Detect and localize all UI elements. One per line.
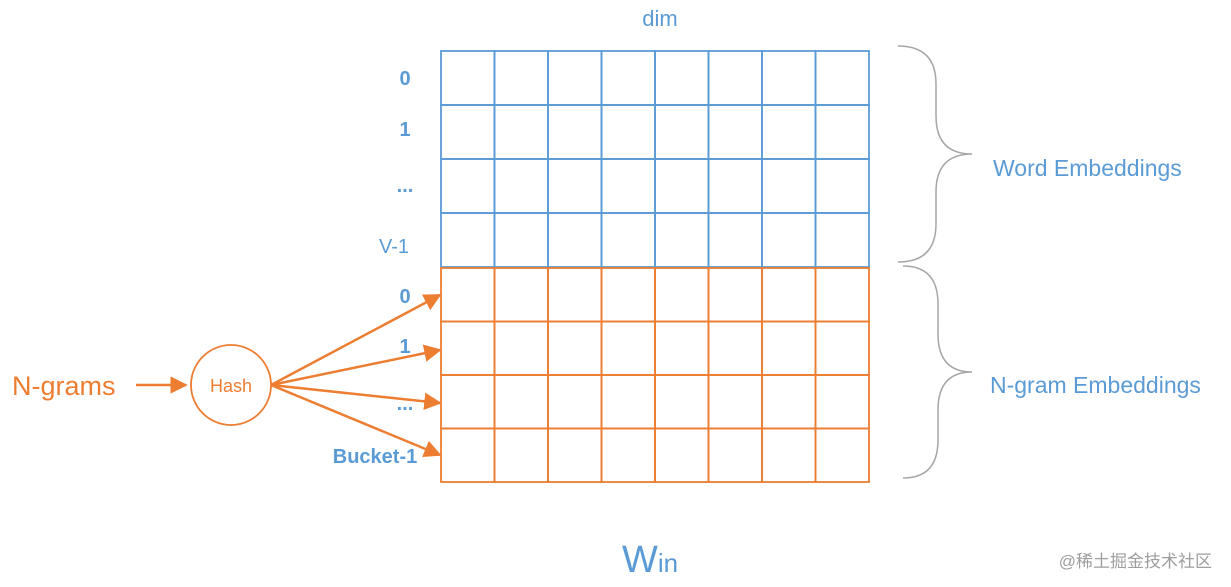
ngram-embedding-cell (547, 427, 603, 483)
ngram-embedding-cell (493, 320, 549, 376)
word-embedding-cell (600, 104, 656, 160)
word-embedding-cell (547, 212, 603, 268)
ngram-embedding-cell (707, 267, 763, 323)
ngram-embedding-cell (654, 267, 710, 323)
ngram-embedding-cell (493, 374, 549, 430)
word-embedding-cell (814, 212, 870, 268)
hash-label: Hash (210, 376, 252, 396)
word-embeddings-label: Word Embeddings (993, 155, 1182, 181)
word-embedding-cell (493, 212, 549, 268)
ngram-embedding-cell (761, 374, 817, 430)
ngram-embedding-cell (814, 267, 870, 323)
word-embedding-cell (707, 50, 763, 106)
ngram-embedding-cell (761, 320, 817, 376)
hash-arrow-bucket-0 (270, 293, 442, 387)
matrix-name: Win (622, 539, 678, 581)
word-embedding-cell (761, 158, 817, 214)
ngram-embedding-cell (654, 427, 710, 483)
ngrams-input-label: N-grams (12, 371, 116, 401)
word-embedding-cell (547, 158, 603, 214)
ngram-embedding-cell (440, 374, 496, 430)
ngram-embeddings-brace (902, 265, 973, 479)
word-embedding-cell (761, 212, 817, 268)
ngram-row-label-1: 1 (399, 336, 410, 358)
ngram-embedding-cell (600, 267, 656, 323)
word-embedding-cell (814, 104, 870, 160)
ngram-embeddings-label: N-gram Embeddings (990, 372, 1201, 398)
ngram-embedding-cell (814, 320, 870, 376)
ngram-embedding-cell (440, 320, 496, 376)
ngram-embedding-cell (600, 320, 656, 376)
word-embedding-cell (547, 104, 603, 160)
ngram-embedding-cell (654, 320, 710, 376)
hash-arrow-bucket-last (270, 383, 442, 458)
word-embeddings-brace (897, 45, 973, 263)
ngram-embedding-cell (761, 267, 817, 323)
ngram-embedding-cell (707, 320, 763, 376)
ngram-embedding-cell (600, 427, 656, 483)
ngram-embedding-cell (440, 267, 496, 323)
word-embedding-cell (440, 158, 496, 214)
ngram-embedding-cell (600, 374, 656, 430)
ngram-embedding-cell (547, 320, 603, 376)
word-embedding-cell (654, 158, 710, 214)
hash-arrow-bucket-ellipsis (270, 383, 442, 411)
word-embedding-cell (814, 50, 870, 106)
ngram-embedding-cell (493, 267, 549, 323)
word-embedding-cell (654, 212, 710, 268)
word-embedding-cell (547, 50, 603, 106)
ngram-embedding-cell (547, 267, 603, 323)
ngram-row-label-last: Bucket-1 (333, 446, 417, 468)
ngram-embedding-cell (654, 374, 710, 430)
word-embedding-cell (707, 104, 763, 160)
word-embedding-cell (814, 158, 870, 214)
word-row-label-ellipsis: ... (397, 175, 414, 197)
ngram-embedding-cell (707, 427, 763, 483)
ngram-embedding-grid (440, 267, 870, 483)
ngram-row-label-ellipsis: ... (397, 393, 414, 415)
dim-label: dim (642, 6, 677, 31)
ngram-embedding-cell (761, 427, 817, 483)
ngram-embedding-cell (707, 374, 763, 430)
word-embedding-cell (761, 50, 817, 106)
ngram-row-label-0: 0 (399, 286, 410, 308)
word-row-label-last: V-1 (379, 236, 409, 258)
word-embedding-cell (654, 104, 710, 160)
word-row-label-0: 0 (399, 68, 410, 90)
ngram-embedding-cell (814, 374, 870, 430)
word-embedding-cell (440, 50, 496, 106)
word-embedding-grid (440, 50, 870, 268)
ngram-embedding-cell (440, 427, 496, 483)
hash-arrow-bucket-1 (270, 344, 442, 387)
word-embedding-cell (493, 104, 549, 160)
word-embedding-cell (600, 158, 656, 214)
word-embedding-cell (493, 50, 549, 106)
word-embedding-cell (654, 50, 710, 106)
matrix-name-subscript: in (658, 548, 678, 578)
word-row-label-1: 1 (399, 119, 410, 141)
word-embedding-cell (600, 50, 656, 106)
word-embedding-cell (707, 158, 763, 214)
word-embedding-cell (440, 212, 496, 268)
matrix-name-base: W (622, 539, 658, 581)
word-embedding-cell (493, 158, 549, 214)
word-embedding-cell (761, 104, 817, 160)
word-embedding-cell (600, 212, 656, 268)
ngram-embedding-cell (814, 427, 870, 483)
ngram-embedding-cell (493, 427, 549, 483)
watermark: @稀土掘金技术社区 (1059, 552, 1212, 571)
ngram-embedding-cell (547, 374, 603, 430)
word-embedding-cell (707, 212, 763, 268)
word-embedding-cell (440, 104, 496, 160)
